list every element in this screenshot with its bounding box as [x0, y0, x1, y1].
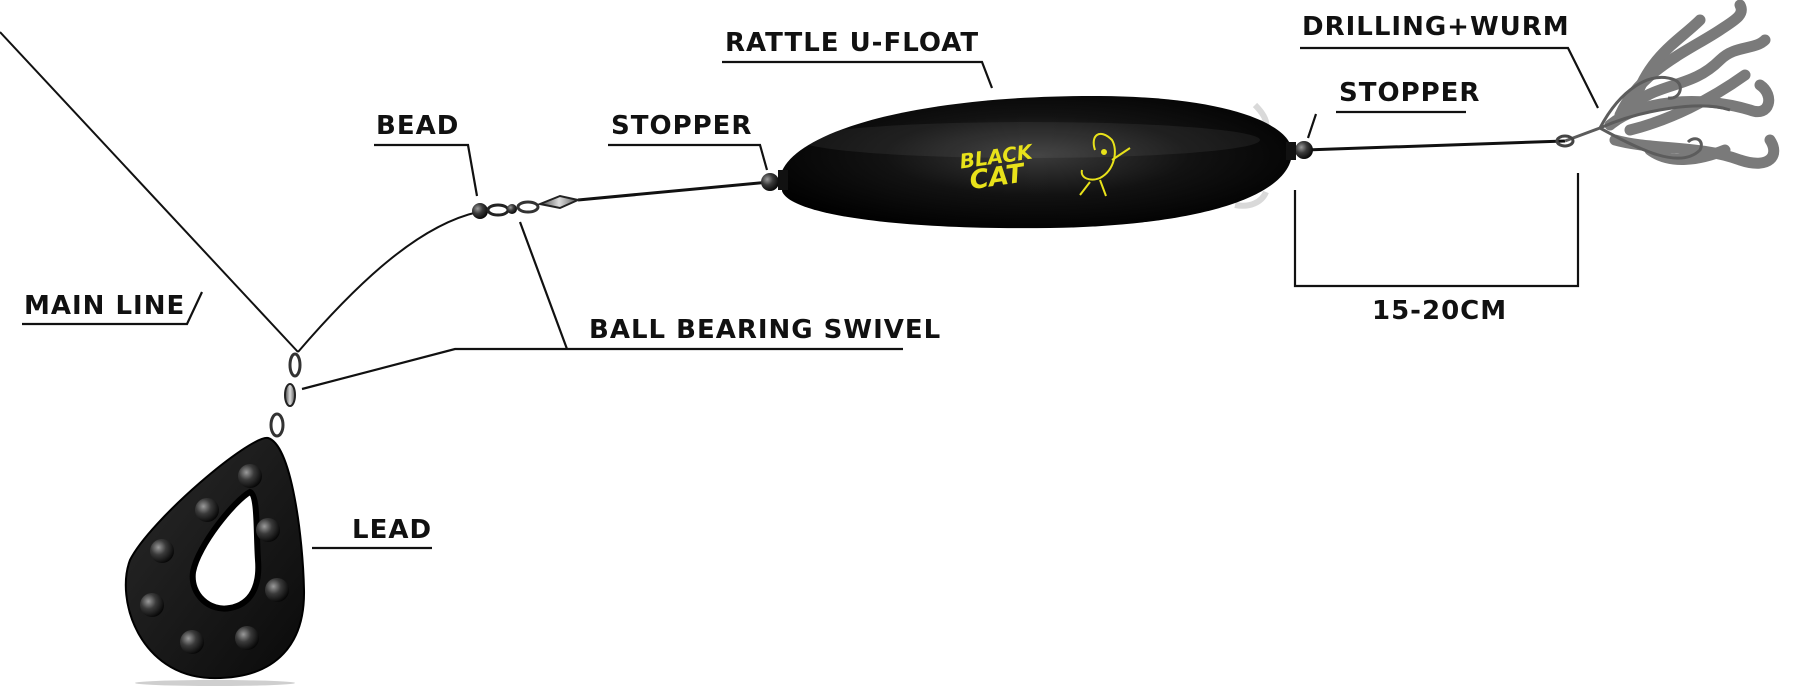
label-stopper-right: STOPPER: [1339, 78, 1480, 108]
snap-swivel: [269, 352, 302, 438]
stopper-left-callout: [608, 143, 769, 171]
lead-link-line: [297, 211, 479, 353]
bead: [472, 203, 488, 219]
drilling-worm-bait: [1555, 0, 1780, 169]
label-ball-bearing-swivel: BALL BEARING SWIVEL: [589, 315, 941, 345]
label-main-line: MAIN LINE: [24, 291, 185, 321]
lead-studs: [140, 464, 289, 654]
label-bead: BEAD: [376, 111, 459, 141]
stopper-left: [761, 173, 779, 191]
ball-bearing-swivel: [486, 194, 582, 217]
rattle-u-float: [778, 95, 1296, 229]
stopper-right: [1295, 141, 1313, 159]
lead-weight: [124, 436, 306, 686]
main-line: [0, 31, 299, 353]
hook-line: [1304, 139, 1566, 152]
catfish-icon: [1079, 132, 1131, 197]
label-lead: LEAD: [352, 515, 432, 545]
rattle-u-float-callout: [722, 60, 994, 89]
ball-bearing-swivel-callout: [301, 221, 903, 391]
main-line-callout: [22, 291, 203, 326]
label-length: 15-20CM: [1372, 296, 1507, 326]
stopper-right-callout: [1306, 110, 1466, 139]
drilling-worm-callout: [1300, 46, 1599, 109]
length-bracket: [1293, 173, 1580, 288]
label-stopper-left: STOPPER: [611, 111, 752, 141]
leader-line: [577, 180, 771, 202]
bead-callout: [374, 143, 479, 197]
label-drilling-worm: DRILLING+WURM: [1302, 12, 1570, 42]
label-rattle-u-float: RATTLE U-FLOAT: [725, 28, 979, 58]
